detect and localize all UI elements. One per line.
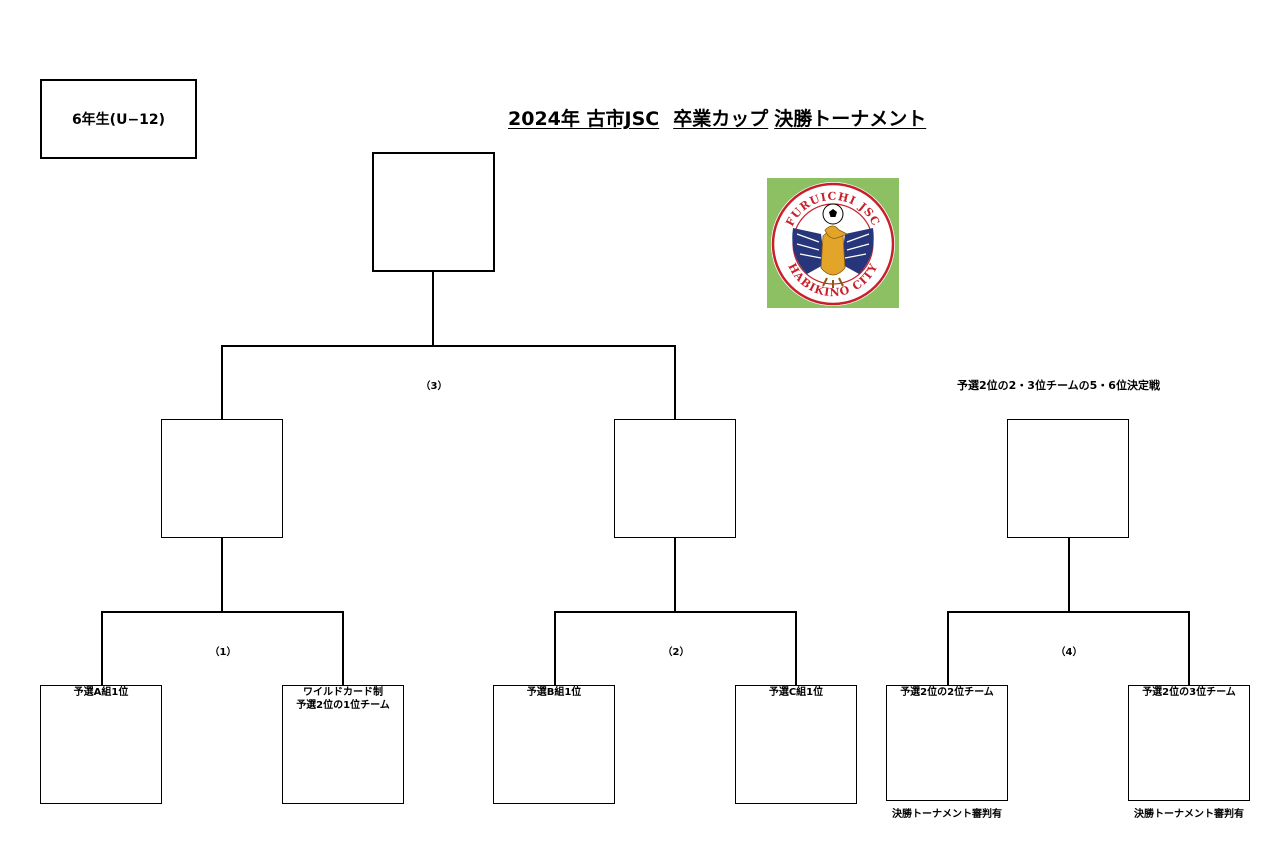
- team-label-second-2: 予選2位の2位チーム: [900, 687, 994, 698]
- bracket-line: [554, 611, 556, 686]
- match-label-2: （2）: [662, 647, 690, 658]
- bracket-line: [101, 611, 103, 686]
- bracket-line: [1188, 611, 1190, 686]
- referee-note-2: 決勝トーナメント審判有: [1134, 809, 1244, 820]
- semifinal-box-2: [614, 419, 736, 538]
- grade-label: 6年生(U−12): [71, 112, 166, 128]
- placement-winner-box: [1007, 419, 1129, 538]
- club-crest-icon: FURUICHI JSC HABIKINO CITY: [767, 178, 899, 308]
- referee-note-1: 決勝トーナメント審判有: [892, 809, 1002, 820]
- bracket-line: [221, 538, 223, 612]
- semifinal-box-1: [161, 419, 283, 538]
- bracket-line: [432, 272, 434, 346]
- team-box-wildcard: [282, 685, 404, 804]
- team-box-c1: [735, 685, 857, 804]
- team-label-a1: 予選A組1位: [73, 687, 129, 698]
- page-title: 2024年 古市JSC 卒業カップ決勝トーナメント: [508, 104, 926, 131]
- placement-match-title: 予選2位の2・3位チームの5・6位決定戦: [957, 379, 1160, 392]
- team-label-wildcard-line1: ワイルドカード制: [303, 687, 383, 698]
- bracket-line: [674, 345, 676, 420]
- bracket-line: [221, 345, 676, 347]
- team-box-b1: [493, 685, 615, 804]
- team-label-wildcard: ワイルドカード制 予選2位の1位チーム: [272, 686, 414, 712]
- bracket-line: [342, 611, 344, 686]
- bracket-line: [674, 538, 676, 612]
- team-box-second-2: [886, 685, 1008, 801]
- team-label-c1: 予選C組1位: [768, 687, 824, 698]
- title-part-2: 卒業カップ: [673, 108, 769, 130]
- bracket-line: [947, 611, 1190, 613]
- bracket-line: [947, 611, 949, 686]
- champion-box: [372, 152, 495, 272]
- team-box-second-3: [1128, 685, 1250, 801]
- team-label-second-3: 予選2位の3位チーム: [1142, 687, 1236, 698]
- team-box-a1: [40, 685, 162, 804]
- club-crest-logo: FURUICHI JSC HABIKINO CITY: [767, 178, 899, 308]
- match-label-3: （3）: [420, 381, 448, 392]
- bracket-line: [221, 345, 223, 420]
- title-part-3: 決勝トーナメント: [774, 108, 927, 130]
- bracket-line: [101, 611, 344, 613]
- title-part-1: 2024年 古市JSC: [508, 108, 660, 130]
- team-label-wildcard-line2: 予選2位の1位チーム: [296, 700, 390, 711]
- grade-label-box: 6年生(U−12): [40, 79, 197, 159]
- match-label-1: （1）: [209, 647, 237, 658]
- match-label-4: （4）: [1055, 647, 1083, 658]
- bracket-line: [554, 611, 797, 613]
- bracket-line: [1068, 538, 1070, 612]
- team-label-b1: 予選B組1位: [526, 687, 582, 698]
- bracket-line: [795, 611, 797, 686]
